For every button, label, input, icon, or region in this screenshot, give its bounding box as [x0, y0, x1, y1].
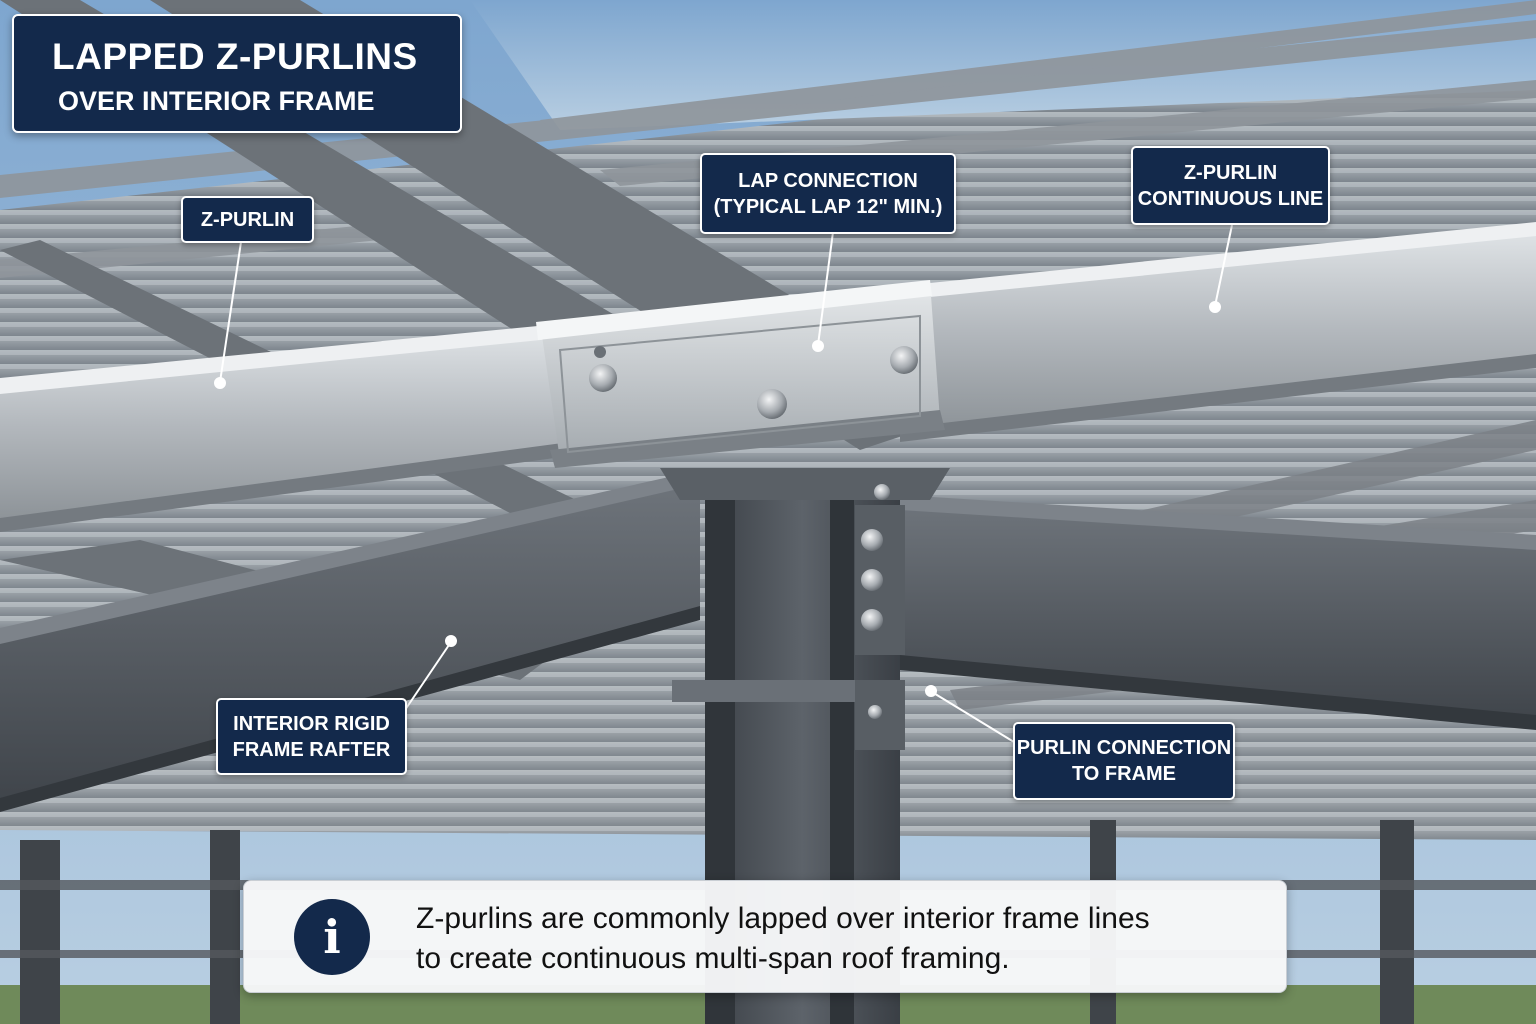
callout-continuous-line-line1: Z-PURLIN: [1183, 161, 1278, 184]
callout-z-purlin-text: Z-PURLIN: [200, 208, 295, 231]
callout-rafter: INTERIOR RIGID FRAME RAFTER: [216, 698, 407, 775]
info-text: Z-purlins are commonly lapped over inter…: [416, 899, 1256, 979]
callout-lap-connection-line1: LAP CONNECTION: [738, 169, 918, 192]
info-note: i Z-purlins are commonly lapped over int…: [243, 880, 1287, 993]
callout-rafter-line1: INTERIOR RIGID: [233, 712, 390, 735]
callout-purlin-connection-line1: PURLIN CONNECTION: [1016, 737, 1232, 759]
info-line-1: Z-purlins are commonly lapped over inter…: [416, 902, 1150, 935]
info-line-2: to create continuous multi-span roof fra…: [416, 942, 1010, 975]
callout-z-purlin: Z-PURLIN: [181, 196, 314, 243]
callout-purlin-connection-line2: TO FRAME: [1071, 763, 1177, 785]
info-icon: i: [294, 899, 370, 975]
diagram-title: LAPPED Z-PURLINS: [52, 36, 418, 77]
callout-lap-connection-line2: (TYPICAL LAP 12" MIN.): [713, 195, 943, 218]
callout-purlin-connection: PURLIN CONNECTION TO FRAME: [1013, 722, 1235, 800]
callout-lap-connection: LAP CONNECTION (TYPICAL LAP 12" MIN.): [700, 153, 956, 234]
diagram-subtitle: OVER INTERIOR FRAME: [58, 86, 375, 116]
callout-rafter-line2: FRAME RAFTER: [232, 738, 391, 761]
title-panel: LAPPED Z-PURLINS OVER INTERIOR FRAME: [12, 14, 462, 133]
callout-continuous-line-line2: CONTINUOUS LINE: [1137, 187, 1324, 210]
callout-continuous-line: Z-PURLIN CONTINUOUS LINE: [1131, 146, 1330, 225]
